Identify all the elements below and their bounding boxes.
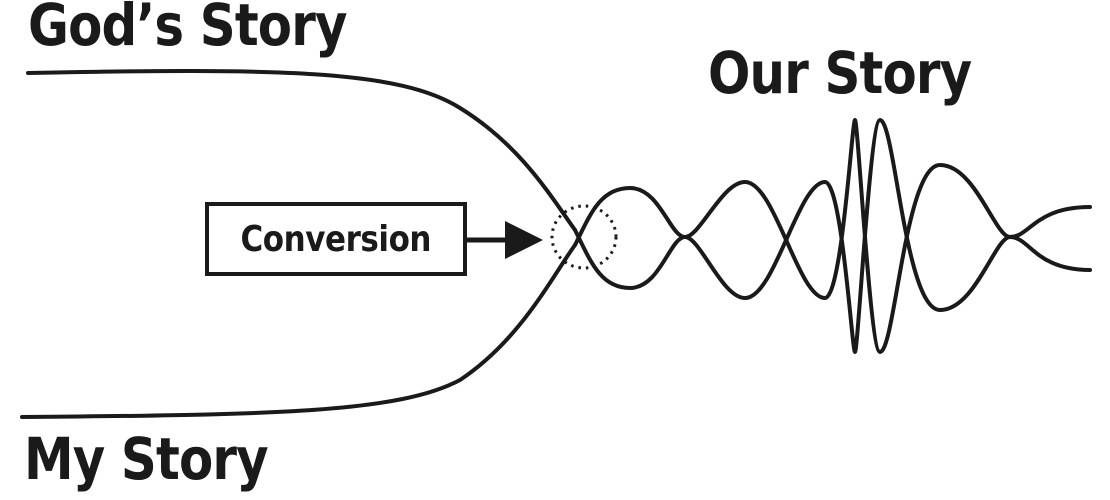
conversion-label: Conversion xyxy=(240,218,432,260)
our-story-strand-b xyxy=(573,117,1092,355)
conversion-box: Conversion xyxy=(205,202,467,276)
my-story-line xyxy=(20,243,577,419)
gods-story-line xyxy=(26,69,577,232)
my-story-label: My Story xyxy=(24,425,269,493)
gods-story-label: God’s Story xyxy=(28,0,347,59)
conversion-point-circle xyxy=(550,204,618,270)
our-story-strand-a xyxy=(573,117,1092,355)
conversion-arrow-head xyxy=(505,221,543,259)
our-story-label: Our Story xyxy=(708,39,972,107)
